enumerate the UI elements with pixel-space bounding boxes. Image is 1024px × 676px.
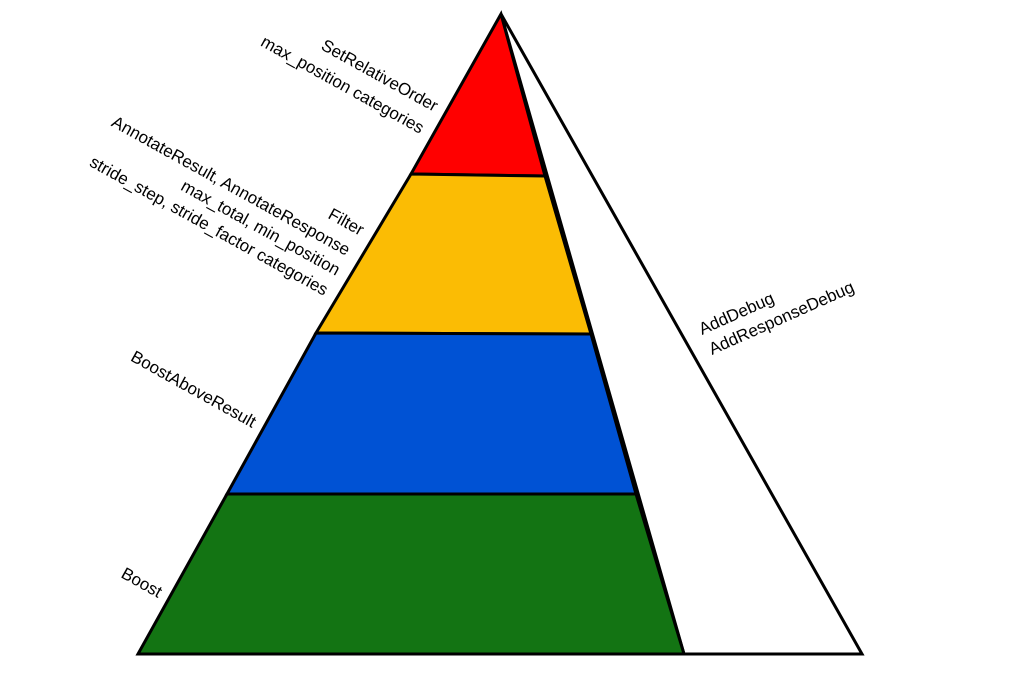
layer-green [135, 492, 687, 656]
label-boost-above-result: BoostAboveResult [128, 347, 260, 432]
layer-blue [224, 331, 638, 496]
layer-yellow [313, 172, 594, 336]
label-boost: Boost [118, 564, 165, 602]
